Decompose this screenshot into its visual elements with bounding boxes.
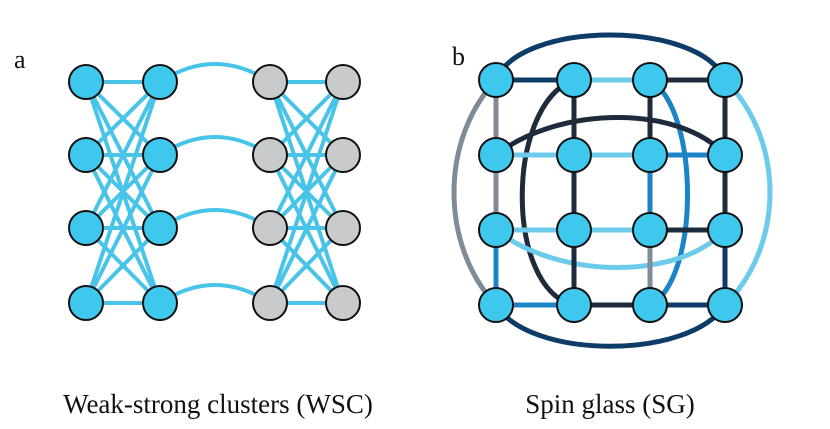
- cluster-edge: [84, 81, 162, 229]
- long-range-edge: [494, 115, 727, 157]
- long-range-edge: [723, 78, 773, 307]
- spin-node: [478, 137, 514, 173]
- node-blue: [142, 64, 178, 100]
- spin-node: [707, 62, 743, 98]
- node-blue: [68, 210, 104, 246]
- node-blue: [142, 285, 178, 321]
- caption-wsc: Weak-strong clusters (WSC): [63, 389, 373, 419]
- spin-node: [478, 287, 514, 323]
- node-gray: [252, 210, 288, 246]
- node-gray: [325, 210, 361, 246]
- caption-sg: Spin glass (SG): [525, 389, 695, 419]
- cluster-edge: [268, 154, 345, 304]
- long-range-edge: [451, 78, 498, 307]
- panel-a: a Weak-strong clusters (WSC): [14, 45, 373, 419]
- spin-node: [478, 62, 514, 98]
- spin-node: [478, 212, 514, 248]
- node-gray: [325, 137, 361, 173]
- node-gray: [252, 137, 288, 173]
- sg-nodes: [478, 62, 743, 323]
- wsc-nodes: [68, 64, 361, 321]
- spin-node: [632, 287, 668, 323]
- node-blue: [142, 137, 178, 173]
- spin-node: [556, 212, 592, 248]
- spin-node: [632, 212, 668, 248]
- long-range-edge: [493, 32, 728, 82]
- node-blue: [142, 210, 178, 246]
- panel-b: b Spin glass (SG): [451, 32, 773, 419]
- long-range-edge: [494, 228, 727, 270]
- wsc-edges: [84, 62, 345, 305]
- spin-node: [707, 287, 743, 323]
- spin-node: [707, 212, 743, 248]
- long-range-edge: [519, 77, 575, 308]
- cluster-edge: [84, 154, 162, 304]
- node-blue: [68, 285, 104, 321]
- panel-label-b: b: [452, 42, 465, 71]
- spin-node: [632, 62, 668, 98]
- node-gray: [325, 285, 361, 321]
- node-blue: [68, 137, 104, 173]
- panel-label-a: a: [14, 45, 26, 74]
- spin-node: [632, 137, 668, 173]
- long-range-edge: [493, 303, 728, 349]
- cluster-edge: [268, 81, 345, 229]
- spin-node: [556, 62, 592, 98]
- cluster-edge: [268, 81, 345, 304]
- spin-node: [707, 137, 743, 173]
- node-gray: [325, 64, 361, 100]
- node-gray: [252, 64, 288, 100]
- node-gray: [252, 285, 288, 321]
- spin-node: [556, 137, 592, 173]
- cluster-edge: [84, 81, 162, 304]
- node-blue: [68, 64, 104, 100]
- spin-node: [556, 287, 592, 323]
- long-range-edge: [648, 77, 690, 308]
